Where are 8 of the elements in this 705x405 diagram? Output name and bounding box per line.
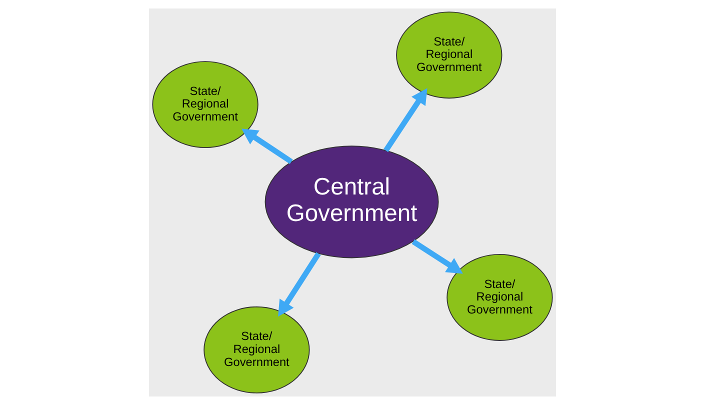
arrow [278, 252, 321, 317]
arrow [412, 239, 463, 274]
node-ellipse: State/ Regional Government [446, 254, 553, 341]
arrow [241, 128, 293, 164]
node-ellipse: Central Government [264, 146, 439, 258]
node-ellipse: State/ Regional Government [204, 306, 310, 394]
arrow [384, 88, 428, 152]
node-ellipse: State/ Regional Government [396, 12, 502, 99]
